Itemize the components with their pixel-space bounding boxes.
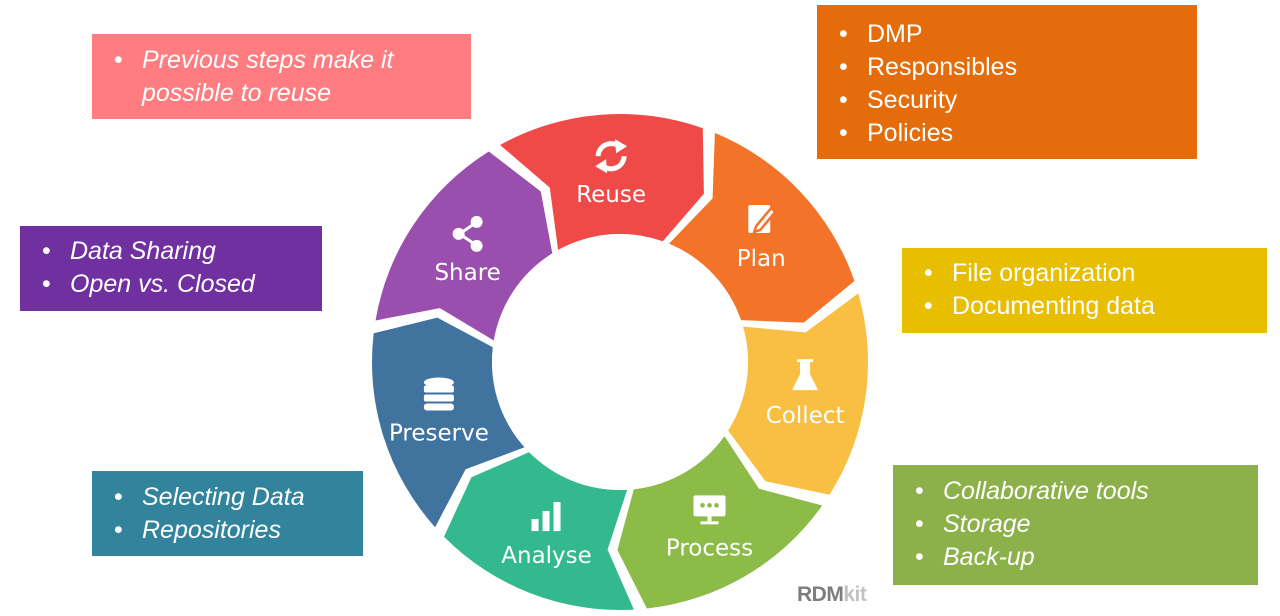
note-preserve: Selecting DataRepositories [92,471,363,556]
database-icon [423,377,454,411]
stage-label-share: Share [434,260,500,286]
rdmkit-logo: RDMkit [797,583,867,607]
stage-label-plan: Plan [737,246,786,272]
note-reuse-item: Previous steps make it possible to reuse [92,44,471,110]
segment-collect [728,293,868,495]
note-collect-item: Documenting data [902,290,1267,323]
note-share-item: Data Sharing [20,235,322,268]
note-plan-item: DMP [817,18,1197,51]
note-collect: File organizationDocumenting data [902,248,1267,333]
note-reuse: Previous steps make it possible to reuse [92,34,471,119]
note-process: Collaborative toolsStorageBack-up [893,465,1258,585]
monitor-icon [693,495,726,525]
note-process-item: Collaborative tools [893,475,1258,508]
note-plan-item: Policies [817,117,1197,150]
stage-label-collect: Collect [766,403,845,429]
note-plan: DMPResponsiblesSecurityPolicies [817,5,1197,159]
stage-label-preserve: Preserve [389,420,489,446]
note-share: Data SharingOpen vs. Closed [20,226,322,311]
note-process-item: Back-up [893,541,1258,574]
stage-label-analyse: Analyse [501,543,592,569]
refresh-arrows-icon [595,139,628,174]
segment-analyse [443,452,634,610]
brand-part-2: kit [843,583,867,606]
note-process-item: Storage [893,508,1258,541]
brand-part-1: RDM [797,583,844,606]
bar-chart-icon [531,502,561,532]
edit-document-icon [748,204,777,234]
note-preserve-item: Repositories [92,514,363,547]
flask-icon [792,359,819,391]
note-collect-item: File organization [902,257,1267,290]
segment-share [375,151,553,341]
note-preserve-item: Selecting Data [92,481,363,514]
wheel-center [492,234,748,490]
share-icon [452,215,483,252]
stage-label-process: Process [666,535,753,561]
segment-reuse [500,114,704,250]
stage-label-reuse: Reuse [576,182,646,208]
segment-preserve [372,317,525,528]
note-plan-item: Responsibles [817,51,1197,84]
note-plan-item: Security [817,84,1197,117]
note-share-item: Open vs. Closed [20,268,322,301]
segment-process [617,436,823,609]
